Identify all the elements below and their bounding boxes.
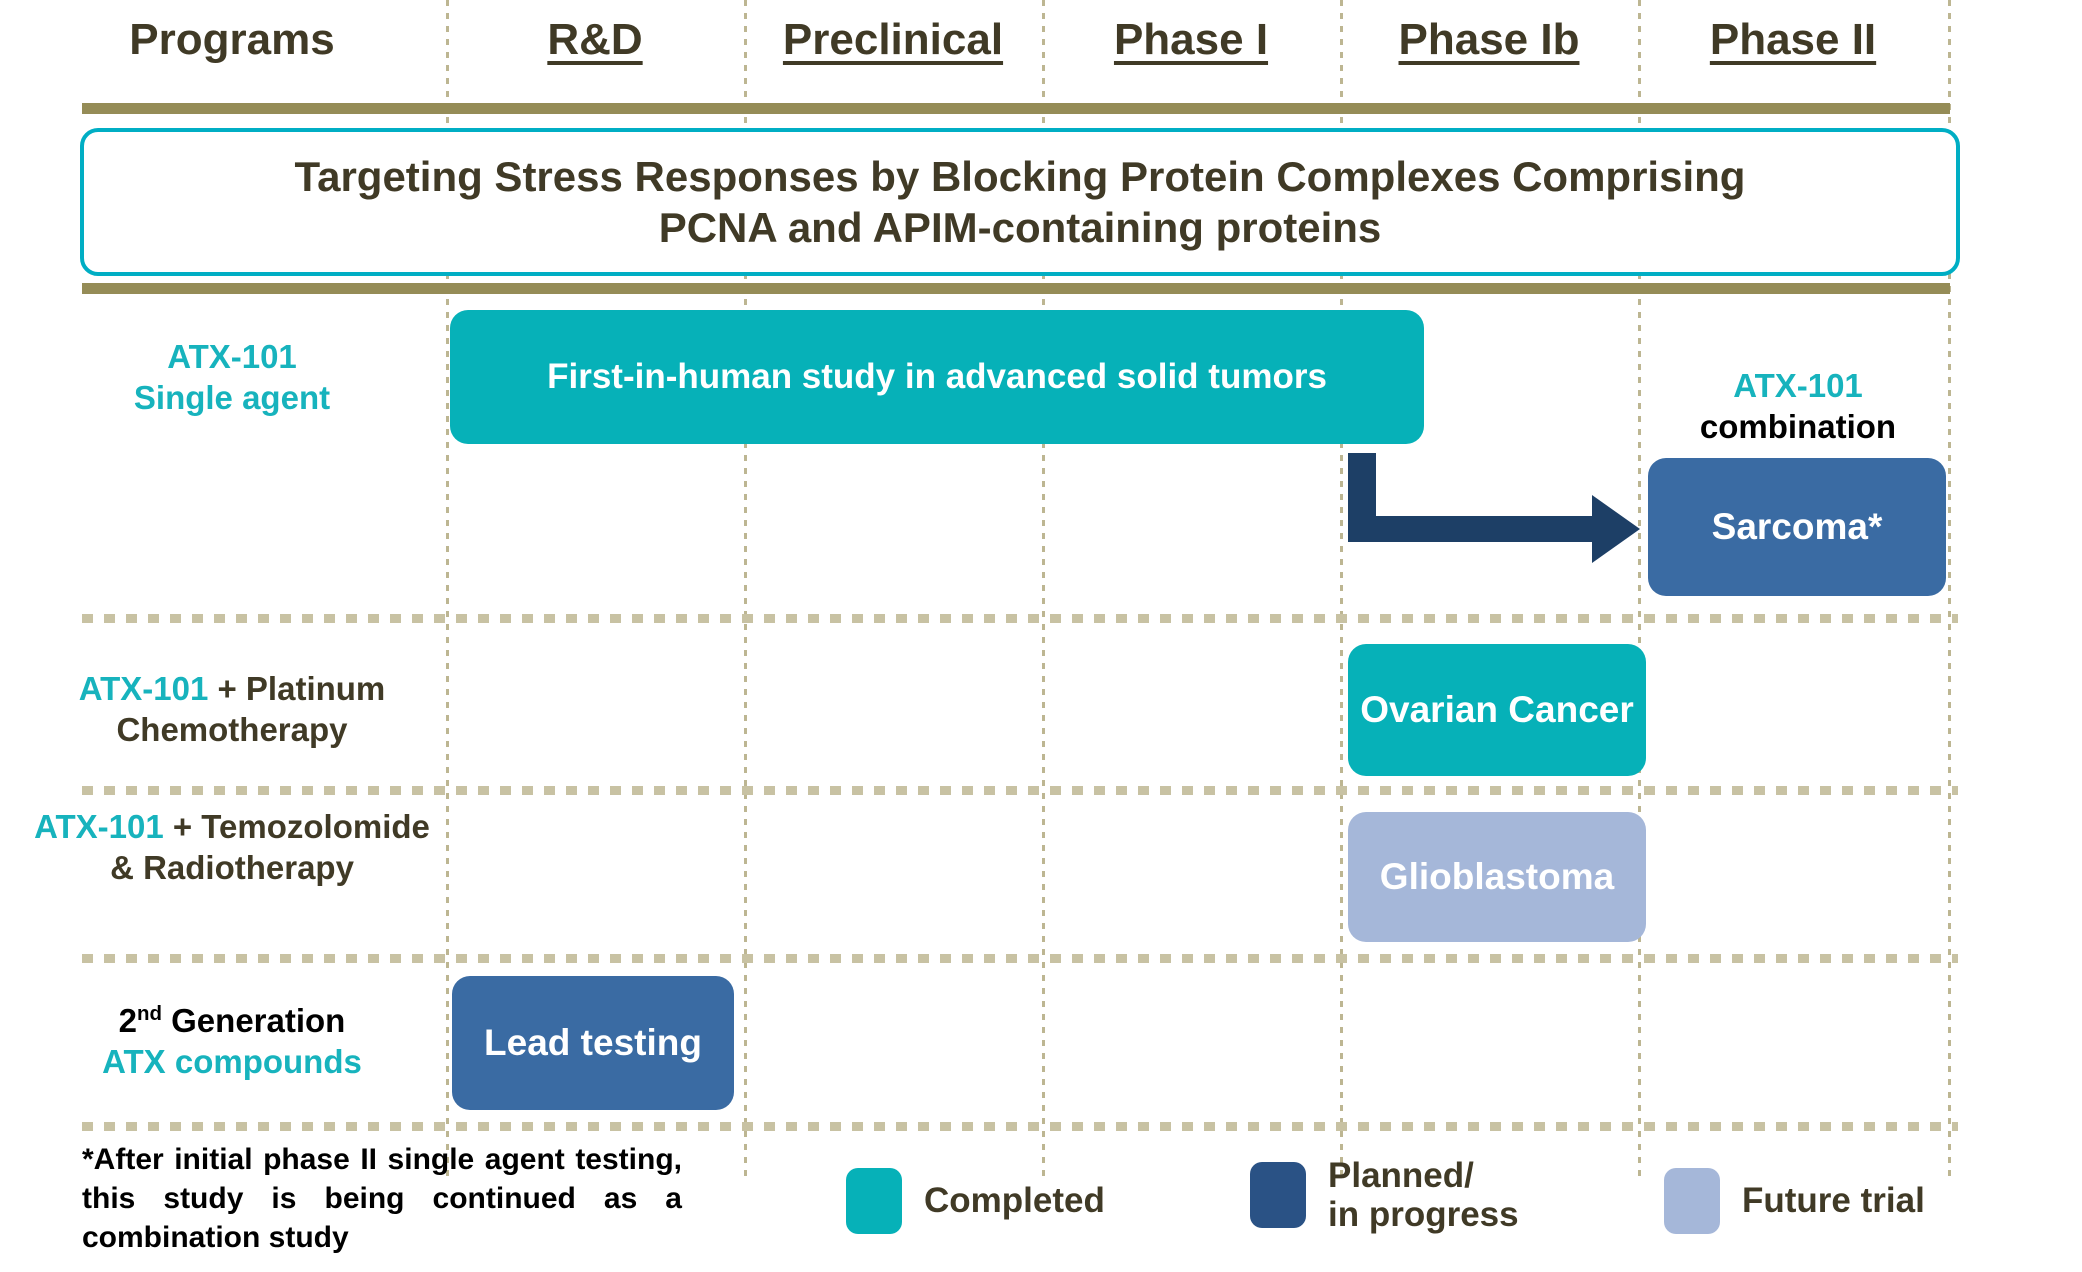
legend-item-completed[interactable]: Completed (846, 1168, 1105, 1234)
program-accent-text: ATX-101 (167, 338, 297, 375)
column-header-phase-ib: Phase Ib (1398, 15, 1580, 64)
row-divider-1 (82, 614, 1958, 623)
glioblastoma-box[interactable]: Glioblastoma (1348, 812, 1646, 942)
row-divider-4 (82, 1122, 1958, 1131)
program-accent-text: ATX compounds (102, 1043, 362, 1081)
program-label-atx101-temozolomide: ATX-101 + Temozolomide & Radiotherapy (20, 806, 444, 889)
row-divider-3 (82, 954, 1958, 963)
program-plain-text: + Temozolomide & Radiotherapy (110, 808, 430, 887)
column-divider-1 (446, 0, 449, 1182)
ovarian-cancer-box[interactable]: Ovarian Cancer (1348, 644, 1646, 776)
banner-title-line-1: Targeting Stress Responses by Blocking P… (294, 152, 1746, 200)
column-divider-6 (1948, 0, 1951, 1182)
legend-label-planned: Planned/ in progress (1328, 1156, 1519, 1235)
phase-ib-to-phase-ii-arrow (1348, 453, 1640, 563)
column-divider-5 (1638, 0, 1641, 1182)
program-label-second-generation: 2nd Generation ATX compounds (20, 1000, 444, 1083)
sarcoma-caption-accent: ATX-101 (1733, 367, 1863, 404)
sarcoma-caption-plain: combination (1699, 407, 1897, 445)
legend-swatch-future (1664, 1168, 1720, 1234)
column-divider-4 (1340, 0, 1343, 1182)
program-label-atx101-platinum: ATX-101 + Platinum Chemotherapy (20, 668, 444, 751)
program-accent-text: ATX-101 (34, 808, 164, 845)
row-divider-2 (82, 786, 1958, 795)
column-header-rd: R&D (547, 15, 643, 64)
legend-swatch-completed (846, 1168, 902, 1234)
legend-item-planned[interactable]: Planned/ in progress (1250, 1156, 1519, 1234)
program-plain-text: 2nd Generation (119, 1002, 346, 1039)
column-header-preclinical: Preclinical (782, 15, 1004, 64)
legend-label-future: Future trial (1742, 1181, 1925, 1221)
footnote-text: *After initial phase II single agent tes… (82, 1143, 682, 1254)
legend-label-completed: Completed (924, 1181, 1105, 1221)
legend-swatch-planned (1250, 1162, 1306, 1229)
column-divider-2 (744, 0, 747, 1182)
program-plain-text: Single agent (133, 379, 331, 417)
program-plain-text-value: 2nd Generation (118, 1002, 346, 1039)
program-accent-text: ATX-101 (78, 670, 209, 707)
column-header-phase-ii: Phase II (1709, 15, 1877, 64)
first-in-human-bar[interactable]: First-in-human study in advanced solid t… (450, 310, 1424, 444)
lead-testing-box[interactable]: Lead testing (452, 976, 734, 1110)
program-label-atx101-single-agent: ATX-101 Single agent (20, 336, 444, 419)
sarcoma-caption: ATX-101 combination (1648, 366, 1948, 448)
sarcoma-box[interactable]: Sarcoma* (1648, 458, 1946, 596)
column-header-programs: Programs (129, 15, 335, 64)
column-divider-3 (1042, 0, 1045, 1182)
olive-rule-bottom (82, 283, 1950, 294)
legend-item-future[interactable]: Future trial (1664, 1168, 1925, 1234)
banner-title: Targeting Stress Responses by Blocking P… (80, 128, 1960, 276)
column-header-phase-i: Phase I (1113, 15, 1269, 64)
program-plain-text: + Platinum Chemotherapy (116, 670, 386, 749)
olive-rule-top (82, 103, 1950, 114)
banner-title-line-2: PCNA and APIM-containing proteins (658, 204, 1382, 251)
